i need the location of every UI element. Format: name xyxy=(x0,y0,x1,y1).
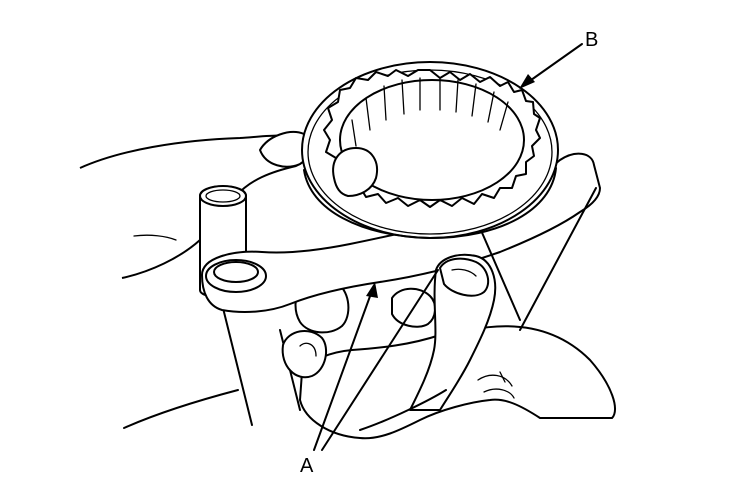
upper-thumb xyxy=(79,131,312,279)
callout-label-b: B xyxy=(585,29,599,51)
tool-bar-a xyxy=(201,152,601,331)
housing-outline xyxy=(123,303,301,429)
spline-gear-b xyxy=(301,61,559,239)
gripping-hand xyxy=(359,253,497,431)
leader-b xyxy=(519,43,583,89)
leader-a xyxy=(313,269,439,451)
callout-label-a: A xyxy=(300,455,314,477)
